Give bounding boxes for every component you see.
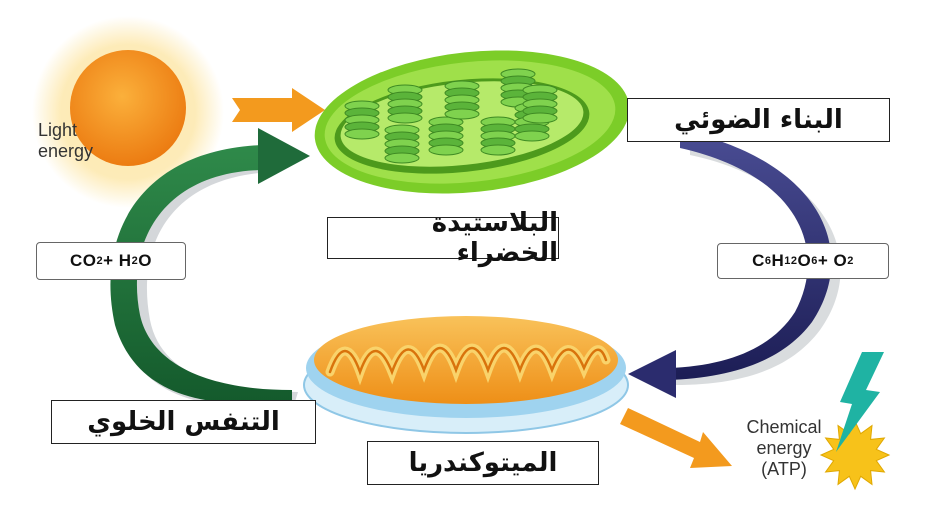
granum-stack — [444, 80, 480, 120]
reactants-subscript-2: 2 — [131, 255, 139, 267]
granum-stack — [384, 124, 420, 164]
granum-stack — [480, 116, 516, 156]
mitochondrion-icon — [303, 316, 629, 434]
chloroplast-label: البلاستيدة الخضراء — [327, 208, 559, 268]
products-text-0: C — [752, 251, 765, 270]
products-text-2: H — [771, 251, 785, 270]
lightning-icon — [836, 352, 884, 452]
light-energy-label: Light energy — [38, 120, 93, 162]
chloroplast-icon — [314, 50, 630, 194]
products-text-4: O — [797, 251, 812, 270]
reactants-text-3: O — [138, 251, 152, 270]
starburst-icon — [819, 419, 891, 491]
chemical-energy-line3: (ATP) — [761, 459, 807, 479]
granum-stack — [428, 116, 464, 156]
products-subscript-7: 2 — [847, 255, 854, 267]
light-energy-line1: Light — [38, 120, 78, 140]
products-text-6: + O — [817, 251, 848, 270]
reactants-text-1: + H — [103, 251, 132, 270]
atp-arrow — [620, 408, 732, 468]
chemical-energy-line2: energy — [756, 438, 812, 458]
cellular-respiration-label: التنفس الخلوي — [51, 400, 316, 444]
granum-stack — [344, 100, 380, 140]
products-subscript-3: 12 — [784, 255, 798, 267]
chemical-energy-label: Chemical energy (ATP) — [730, 417, 838, 480]
photosynthesis-label: البناء الضوئي — [627, 98, 890, 142]
products-subscript-1: 6 — [764, 255, 772, 267]
photosynthesis-to-respiration-arrow — [628, 130, 841, 398]
chemical-energy-line1: Chemical — [746, 417, 822, 437]
light-energy-line2: energy — [38, 141, 94, 161]
granum-stack — [387, 84, 423, 124]
granum-stack — [522, 84, 558, 124]
reactants-text-0: CO — [70, 251, 97, 270]
products-subscript-5: 6 — [811, 255, 818, 267]
respiration-to-photosynthesis-arrow — [110, 128, 310, 406]
light-arrow — [232, 88, 325, 132]
sun-icon — [32, 16, 224, 208]
mitochondria-label: الميتوكندريا — [367, 441, 599, 485]
reactants-subscript-0: 2 — [96, 255, 104, 267]
